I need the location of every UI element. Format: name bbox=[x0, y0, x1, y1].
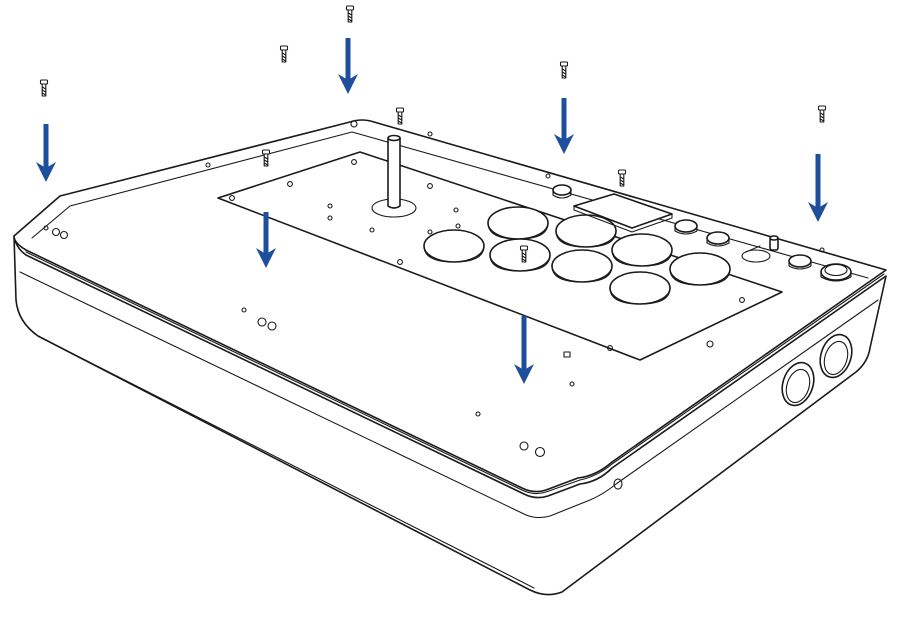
action-button bbox=[555, 214, 617, 248]
surface-hole bbox=[241, 307, 247, 313]
joystick-shaft-top bbox=[387, 134, 401, 142]
surface-hole bbox=[427, 131, 433, 137]
screw bbox=[519, 245, 529, 263]
plate-hole bbox=[229, 195, 235, 201]
plate-hole bbox=[427, 229, 433, 235]
surface-hole bbox=[43, 225, 49, 231]
front-left-side-face bbox=[13, 235, 887, 596]
body-hole bbox=[706, 340, 714, 348]
action-button bbox=[669, 252, 731, 286]
plate-hole bbox=[287, 181, 293, 187]
surface-hole bbox=[205, 162, 211, 168]
small-button bbox=[552, 184, 572, 199]
mode-switch bbox=[741, 235, 779, 263]
down-arrow bbox=[338, 38, 358, 94]
screw bbox=[395, 107, 405, 125]
plate-hole bbox=[351, 159, 357, 165]
foot-recess bbox=[519, 441, 529, 451]
foot-recess bbox=[534, 446, 546, 458]
surface-hole bbox=[819, 247, 825, 253]
joystick-shaft bbox=[387, 137, 401, 209]
down-arrow bbox=[256, 212, 276, 268]
foot-recess bbox=[59, 230, 69, 240]
down-arrow bbox=[808, 154, 828, 222]
foot-recess bbox=[350, 120, 358, 128]
action-button bbox=[423, 229, 485, 263]
headphone-jack bbox=[613, 478, 623, 490]
screw bbox=[39, 79, 49, 97]
screws bbox=[39, 5, 827, 263]
side-details bbox=[613, 333, 853, 490]
action-button bbox=[487, 206, 549, 240]
plate-hole bbox=[455, 223, 461, 229]
foot-recess bbox=[257, 317, 267, 327]
screw bbox=[817, 105, 827, 123]
small-button bbox=[788, 254, 812, 270]
action-button bbox=[551, 249, 613, 283]
down-arrow bbox=[554, 98, 574, 154]
down-arrow bbox=[36, 124, 56, 182]
plate-hole bbox=[369, 227, 375, 233]
screw bbox=[559, 61, 569, 79]
plate-hole bbox=[327, 215, 333, 221]
surface-hole bbox=[569, 381, 575, 387]
action-button bbox=[609, 271, 671, 305]
screw bbox=[279, 45, 289, 63]
action-button bbox=[611, 233, 673, 267]
plate-hole bbox=[607, 345, 613, 351]
plate-hole bbox=[739, 297, 745, 303]
arrows bbox=[36, 38, 828, 384]
small-button bbox=[706, 231, 730, 247]
action-button bbox=[489, 238, 551, 272]
surface-hole bbox=[475, 411, 481, 417]
function-panel bbox=[552, 184, 852, 348]
plate-hole bbox=[327, 203, 333, 209]
screw bbox=[345, 5, 355, 23]
joystick bbox=[371, 134, 417, 218]
small-button bbox=[674, 219, 698, 235]
plate-hole bbox=[427, 183, 433, 189]
down-arrow bbox=[514, 316, 534, 384]
screw bbox=[261, 149, 271, 167]
action-buttons bbox=[423, 206, 731, 305]
bottom-edge-line bbox=[37, 335, 535, 589]
surface-hole bbox=[545, 173, 551, 179]
plate-hole bbox=[453, 207, 459, 213]
screw bbox=[617, 169, 627, 187]
foot-recess bbox=[267, 321, 277, 331]
start-button bbox=[820, 263, 852, 282]
surface-holes bbox=[43, 120, 825, 458]
top-rim-line bbox=[25, 251, 885, 495]
lower-rim-line bbox=[19, 271, 879, 519]
indicator-mark bbox=[563, 351, 571, 358]
foot-recess bbox=[51, 227, 61, 237]
plate-hole bbox=[397, 259, 403, 265]
